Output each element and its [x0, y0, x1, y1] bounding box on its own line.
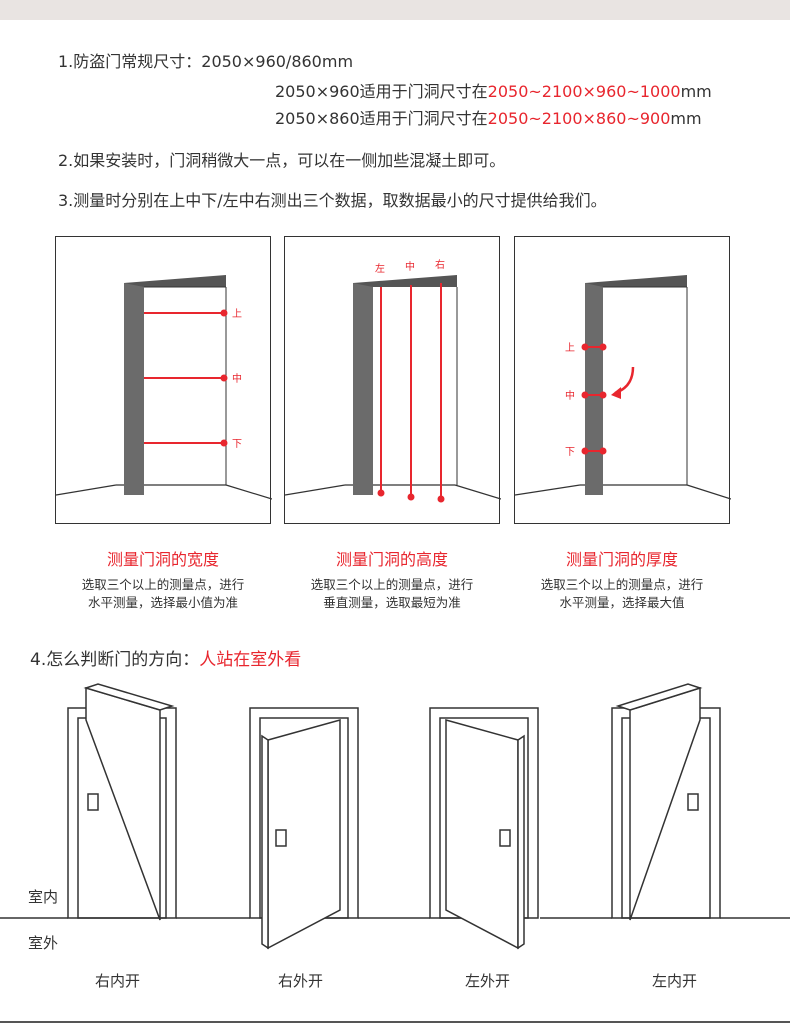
arrow-icon: [614, 366, 635, 395]
caption-desc: 水平测量，选择最小值为准: [87, 595, 238, 610]
caption-title: 测量门洞的高度: [335, 550, 448, 569]
size-range-860: 2050~2100×860~900: [487, 109, 671, 128]
caption-desc: 选取三个以上的测量点，进行: [310, 577, 474, 592]
width-illustration: 上 中 下: [56, 275, 272, 500]
label-inside: 室内: [28, 888, 59, 906]
door-right-outward: [249, 707, 359, 950]
caption-height: 测量门洞的高度 选取三个以上的测量点，进行 垂直测量，选取最短为准: [262, 546, 522, 612]
caption-title: 测量门洞的厚度: [565, 550, 678, 569]
standard-size-line: 1.防盗门常规尺寸：2050×960/860mm: [58, 52, 354, 71]
size-row-960: 2050×960适用于门洞尺寸在2050~2100×960~1000mm: [275, 82, 712, 101]
direction-highlight: 人站在室外看: [199, 650, 302, 670]
mark-left: 左: [375, 262, 385, 275]
size-row-860: 2050×860适用于门洞尺寸在2050~2100×860~900mm: [275, 109, 702, 128]
label-outside: 室外: [28, 934, 59, 952]
mark-top: 上: [232, 308, 242, 320]
door-direction-diagram: [0, 683, 790, 950]
caption-desc: 垂直测量，选取最短为准: [323, 595, 461, 610]
label-left-outward: 左外开: [465, 972, 511, 990]
label-right-inward: 右内开: [95, 972, 141, 990]
door-left-inward: [611, 683, 721, 921]
direction-heading: 4.怎么判断门的方向：人站在室外看: [30, 650, 302, 670]
door-jamb: [124, 283, 144, 495]
mark-center: 中: [405, 260, 415, 273]
mark-top: 上: [565, 342, 575, 354]
thickness-illustration: 上 中 下: [515, 275, 731, 500]
panel-width: 上 中 下: [55, 236, 272, 524]
caption-desc: 选取三个以上的测量点，进行: [81, 577, 245, 592]
caption-desc: 选取三个以上的测量点，进行: [540, 577, 704, 592]
door-right-inward: [67, 683, 177, 921]
mark-middle: 中: [232, 372, 242, 385]
install-tip: 2.如果安装时，门洞稍微大一点，可以在一侧加些混凝土即可。: [58, 151, 506, 170]
caption-title: 测量门洞的宽度: [106, 550, 219, 569]
height-illustration: 左 中 右: [285, 258, 501, 503]
caption-width: 测量门洞的宽度 选取三个以上的测量点，进行 水平测量，选择最小值为准: [33, 546, 293, 612]
bottom-divider: [0, 1021, 790, 1023]
size-range-960: 2050~2100×960~1000: [487, 82, 681, 101]
top-band: [0, 0, 790, 20]
mark-bottom: 下: [232, 439, 242, 450]
door-left-outward: [429, 707, 539, 950]
door-header: [124, 275, 226, 287]
panel-thickness: 上 中 下: [514, 236, 731, 524]
mark-bottom: 下: [565, 447, 575, 458]
mark-middle: 中: [565, 389, 575, 402]
measure-tip: 3.测量时分别在上中下/左中右测出三个数据，取数据最小的尺寸提供给我们。: [58, 191, 607, 210]
label-right-outward: 右外开: [278, 972, 324, 990]
mark-right: 右: [435, 258, 445, 271]
caption-thickness: 测量门洞的厚度 选取三个以上的测量点，进行 水平测量，选择最大值: [492, 546, 752, 612]
caption-desc: 水平测量，选择最大值: [559, 595, 685, 610]
label-left-inward: 左内开: [652, 972, 698, 990]
panel-height: 左 中 右: [284, 236, 501, 524]
